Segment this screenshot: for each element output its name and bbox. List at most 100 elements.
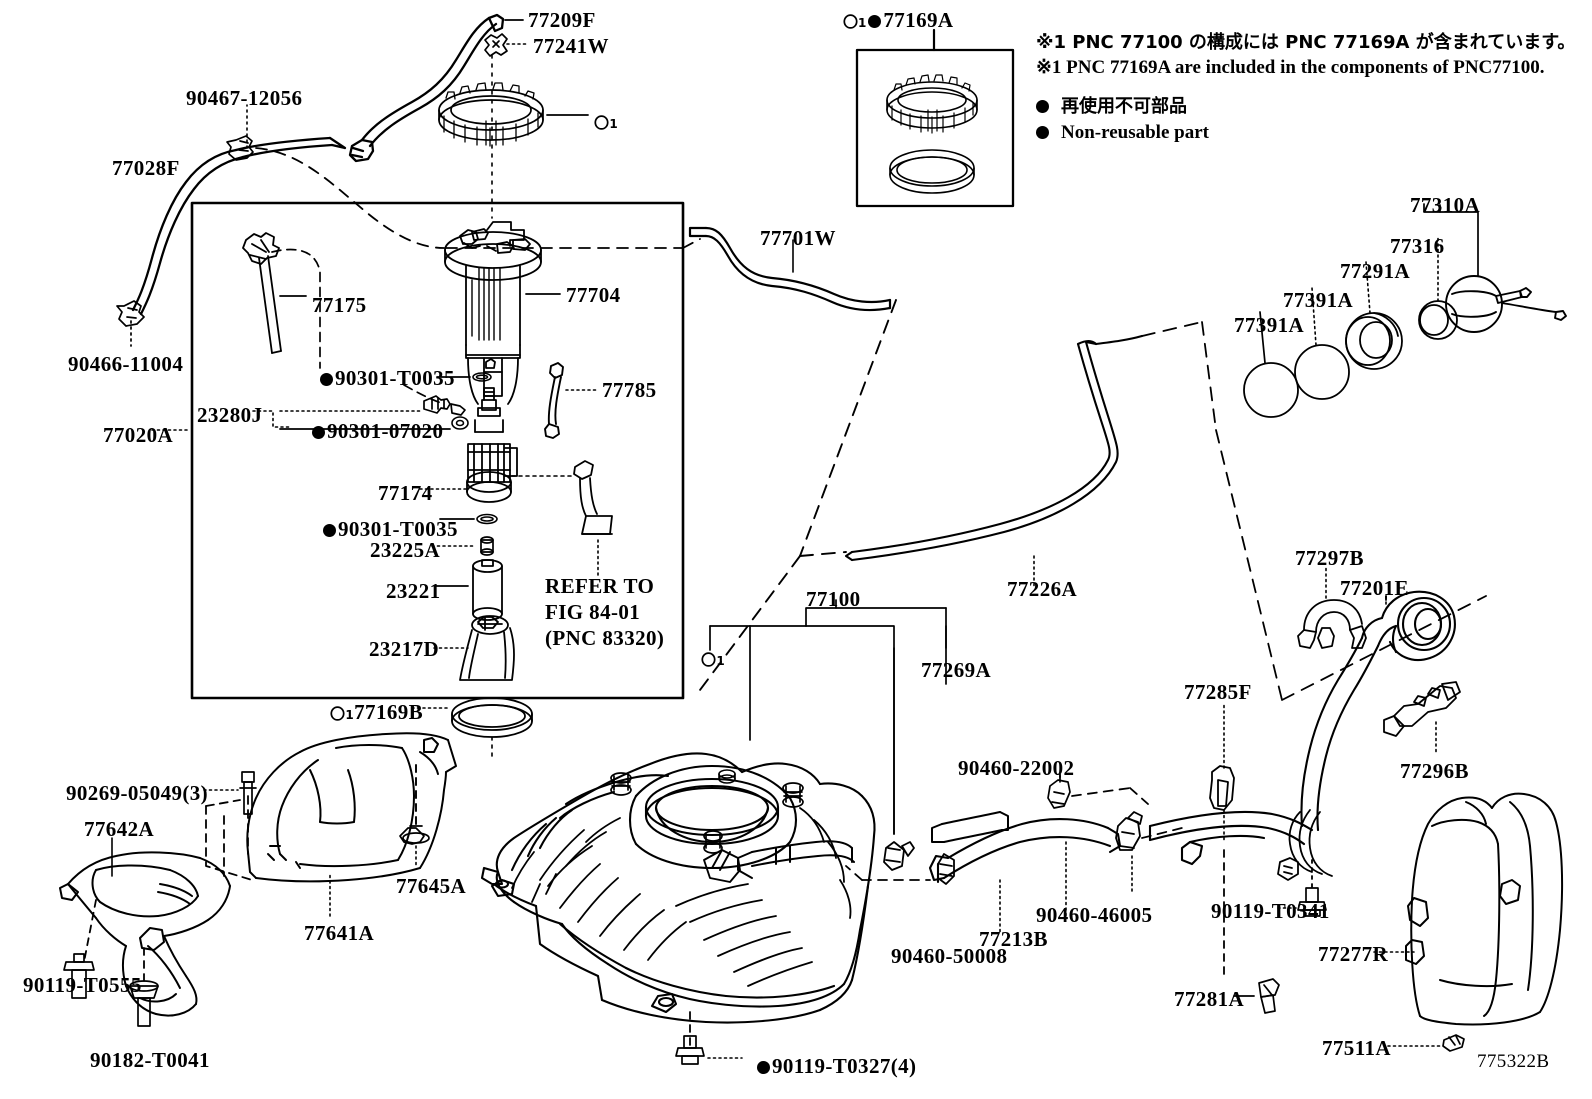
- kome-reference-mark: 〇1: [701, 648, 725, 669]
- part-label-90301T0035: 90301-T0035: [320, 368, 455, 389]
- part-90119-T0555-bolt: [63, 953, 95, 999]
- part-number-text: 90466-11004: [68, 352, 184, 376]
- part-label-9046046005: 90460-46005: [1036, 905, 1152, 926]
- part-number-text: 77297B: [1295, 546, 1364, 570]
- part-90460-22002-clip: [1047, 779, 1071, 809]
- part-number-text: 77701W: [760, 226, 836, 250]
- part-number-text: 77291A: [1340, 259, 1411, 283]
- part-label-77310A: 77310A: [1410, 195, 1480, 216]
- part-label-90119T0555: 90119-T0555: [23, 975, 142, 996]
- part-number-text: 23225A: [370, 538, 441, 562]
- part-label-9030107020: 90301-07020: [312, 421, 443, 442]
- part-label-90182T0041: 90182-T0041: [90, 1050, 210, 1071]
- part-label-77281A: 77281A: [1174, 989, 1244, 1010]
- part-23217D-strainer: [459, 615, 515, 681]
- part-number-text: 90460-50008: [891, 944, 1008, 968]
- part-number-text: 77785: [602, 378, 657, 402]
- part-77226A-tube: [844, 334, 1144, 562]
- kome-mark: 〇1: [594, 114, 619, 132]
- part-90119-T0341-bolt: [1297, 887, 1327, 917]
- part-number-text: 77296B: [1400, 759, 1469, 783]
- part-number-text: 77310A: [1410, 193, 1481, 217]
- nonreusable-dot: [320, 373, 333, 386]
- part-number-text: 77391A: [1283, 288, 1354, 312]
- part-number-text: 90119-T0327(4): [772, 1054, 917, 1078]
- note-japanese: ※1 PNC 77100 の構成には PNC 77169A が含まれています。: [1036, 32, 1576, 53]
- part-number-text: 77028F: [112, 156, 180, 180]
- refer-line-1: REFER TO: [545, 574, 655, 598]
- part-tank-outlet-stub: [703, 849, 741, 883]
- part-23280J-sensor: [423, 395, 466, 416]
- part-label-77175: 77175: [312, 295, 367, 316]
- part-number-text: 77201E: [1340, 576, 1409, 600]
- part-label-77201E: 77201E: [1340, 578, 1409, 599]
- part-number-text: 77641A: [304, 921, 375, 945]
- leader-77310A-bracket: [1423, 203, 1479, 277]
- leader-23280J: [252, 410, 293, 428]
- note-english: ※1 PNC 77169A are included in the compon…: [1036, 57, 1545, 78]
- part-number-text: 90301-T0035: [338, 517, 458, 541]
- part-77201E-filler-neck: [1300, 590, 1456, 832]
- part-77241W-clip: [484, 33, 508, 57]
- leader-77391A-b: [1311, 287, 1317, 346]
- part-number-text: 90460-46005: [1036, 903, 1153, 927]
- part-label-77704: 77704: [566, 285, 621, 306]
- part-77641A-strap: [246, 732, 457, 883]
- inset-part-77169A-gasket: [889, 149, 975, 194]
- part-label-90119T0341: 90119-T0341: [1211, 901, 1330, 922]
- bracket-77100-top: [805, 607, 947, 627]
- part-label-23280J: 23280J: [197, 405, 262, 426]
- part-label-23225A: 23225A: [370, 540, 440, 561]
- part-label-9046050008: 90460-50008: [891, 946, 1007, 967]
- part-77269A-tube: [931, 811, 1009, 843]
- part-number-text: 77175: [312, 293, 367, 317]
- part-label-77297B: 77297B: [1295, 548, 1364, 569]
- part-label-9046022002: 90460-22002: [958, 758, 1074, 779]
- part-number-text: 77100: [806, 587, 861, 611]
- part-label-77209F: 77209F: [528, 10, 596, 31]
- kome-mark: 〇1: [330, 705, 355, 723]
- part-number-text: 23280J: [197, 403, 263, 427]
- nonreusable-dot-jp: [1036, 100, 1049, 113]
- dash-hose-route: [845, 827, 1183, 881]
- part-77291A-retainer: [1345, 312, 1403, 370]
- part-77391A-gasket-b: [1294, 344, 1350, 400]
- part-90460-50008-clamp: [937, 853, 955, 885]
- projection-lines: [255, 147, 701, 249]
- part-number-text: 77213B: [979, 927, 1048, 951]
- part-label-77277R: 77277R: [1318, 944, 1388, 965]
- part-90301-07020-gasket: [451, 416, 469, 430]
- part-number-text: 77642A: [84, 817, 155, 841]
- part-77285F-clip: [1209, 765, 1235, 811]
- part-23221-pump: [472, 559, 503, 621]
- part-label-77100: 77100: [806, 589, 861, 610]
- part-number-text: 77281A: [1174, 987, 1245, 1011]
- part-90466-11004-clip: [116, 300, 145, 347]
- part-label-77169B: 〇177169B: [330, 702, 423, 723]
- legend-nonreusable-jp: 再使用不可部品: [1036, 92, 1187, 118]
- part-label-77241W: 77241W: [533, 36, 609, 57]
- nonreusable-dot: [757, 1061, 770, 1074]
- leader-90119-T0555: [83, 899, 97, 963]
- part-label-77269A: 77269A: [921, 660, 991, 681]
- part-number-text: 77209F: [528, 8, 596, 32]
- part-77296B-bracket: [1383, 681, 1461, 737]
- part-number-text: 90301-T0035: [335, 366, 455, 390]
- part-label-9046712056: 90467-12056: [186, 88, 302, 109]
- part-label-77785: 77785: [602, 380, 657, 401]
- part-90301-T0035-upper-oring: [472, 372, 492, 382]
- part-77701W-hose: [688, 226, 892, 312]
- part-label-77285F: 77285F: [1184, 682, 1252, 703]
- part-77209F-tube: [348, 13, 505, 163]
- refer-line-2: FIG 84-01: [545, 600, 641, 624]
- refer-line-3: (PNC 83320): [545, 626, 665, 650]
- part-label-90301T0035: 90301-T0035: [323, 519, 458, 540]
- part-number-text: 90119-T0341: [1211, 899, 1330, 923]
- footer-code: 775322B: [1477, 1051, 1550, 1072]
- kome-reference-mark: 〇1: [594, 111, 618, 132]
- part-number-text: 77226A: [1007, 577, 1078, 601]
- part-label-77316: 77316: [1390, 236, 1445, 257]
- part-number-text: 77316: [1390, 234, 1445, 258]
- leader-77391A-a: [1259, 311, 1266, 364]
